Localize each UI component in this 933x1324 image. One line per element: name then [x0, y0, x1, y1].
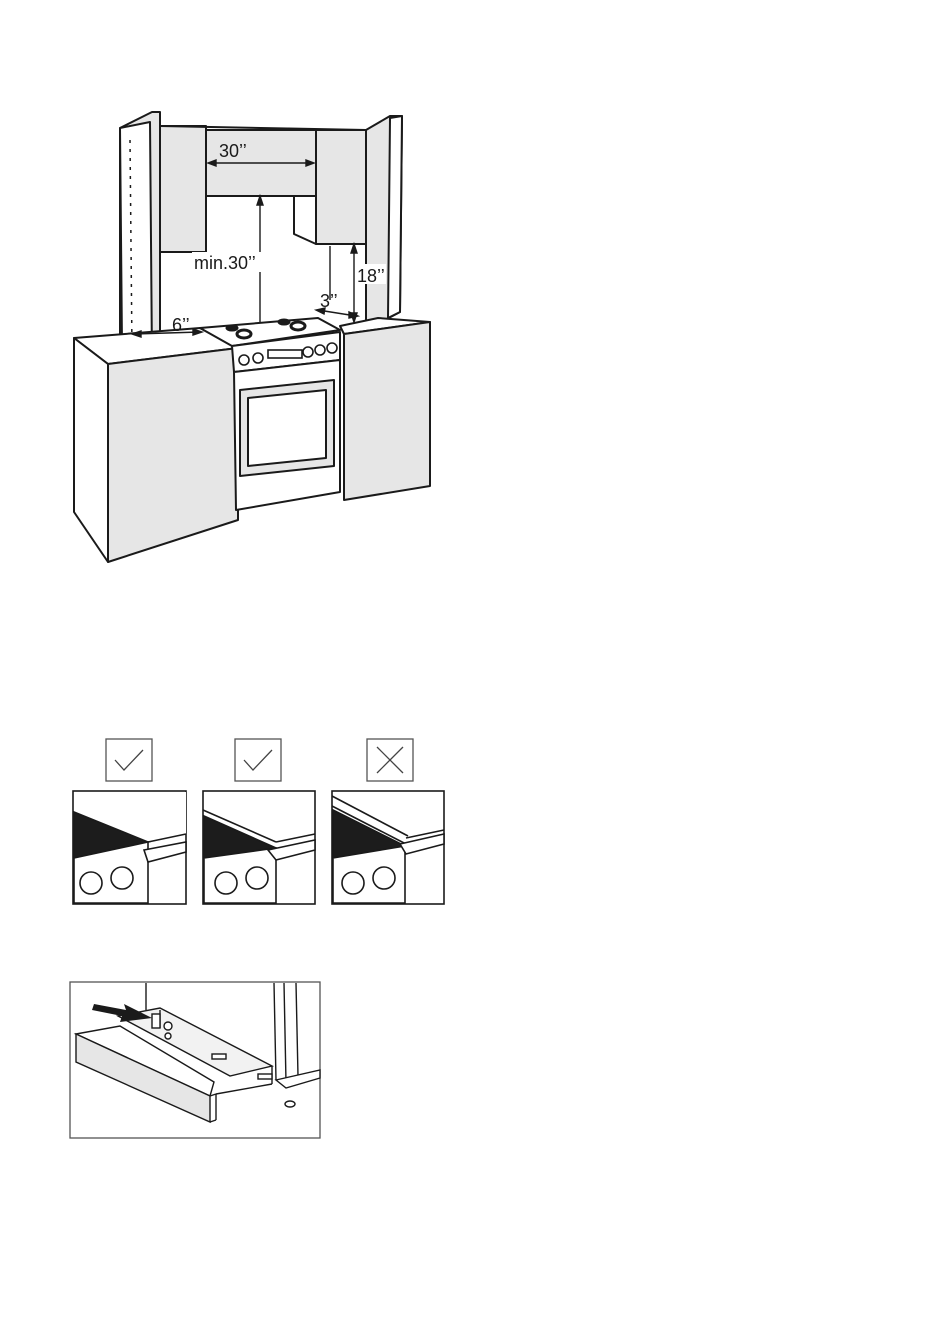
right-side-panel-front	[388, 116, 402, 318]
burner-icon	[237, 330, 251, 338]
left-base-cabinet-front	[108, 348, 238, 562]
right-wall-cabinet	[316, 130, 366, 244]
burner-icon	[278, 319, 290, 325]
example-panel-flush	[73, 791, 186, 904]
oven-door-window	[248, 390, 326, 466]
left-side-panel-front	[120, 122, 152, 360]
drawer-diagram	[0, 970, 933, 1150]
min-height-label: min.30’’	[194, 253, 256, 273]
latch-icon	[152, 1014, 160, 1028]
check-mark-box	[235, 739, 281, 781]
knob-icon	[253, 353, 263, 363]
left-base-cabinet-side	[74, 338, 108, 562]
knob-icon	[315, 345, 325, 355]
burner-icon	[291, 322, 305, 330]
example-panel-above	[332, 791, 444, 904]
example-panel-below	[203, 791, 315, 904]
right-base-cabinet-front	[344, 322, 430, 500]
check-mark-box	[106, 739, 152, 781]
cabinet-height-label: 18’’	[357, 266, 385, 286]
left-wall-cabinet	[160, 126, 206, 252]
knob-icon	[239, 355, 249, 365]
knob-icon	[327, 343, 337, 353]
hood-width-label: 30’’	[219, 141, 247, 161]
burner-icon	[226, 325, 238, 331]
alignment-examples	[0, 730, 933, 910]
knob-icon	[303, 347, 313, 357]
display-panel	[268, 350, 302, 358]
installation-clearance-diagram: 30’’ min.30’’ 18’’ 6’’ 3’’	[0, 0, 933, 600]
side-clearance-label: 6’’	[172, 315, 190, 335]
right-wall-cabinet-side	[294, 196, 316, 244]
back-clearance-label: 3’’	[320, 291, 338, 311]
